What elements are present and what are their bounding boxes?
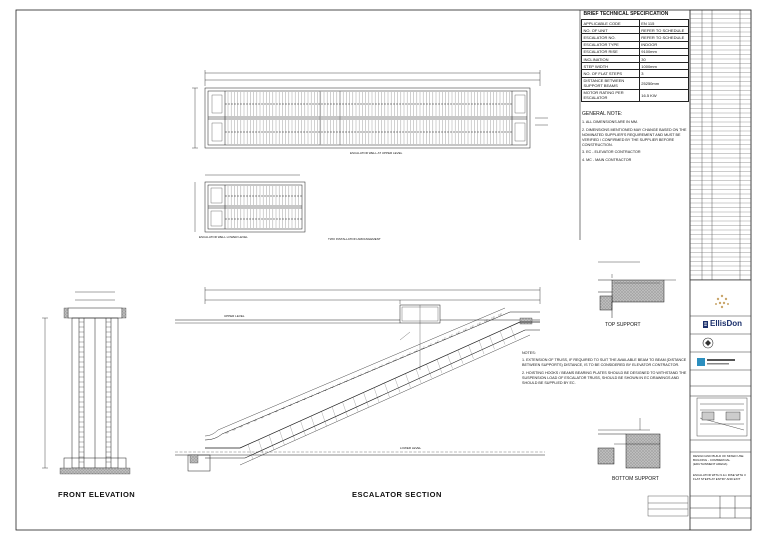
general-note-item: 1. ALL DIMENSIONS ARE IN MM.	[582, 120, 639, 125]
spec-title: BRIEF TECHNICAL SPECIFICATION	[583, 11, 669, 17]
contractor-name: EllisDon	[710, 319, 743, 328]
lower-level-label: LOWER LEVEL	[400, 446, 422, 450]
escalator-section-dims	[204, 287, 541, 304]
upper-well-caption: ESCALATOR WELL AT UPPER LEVEL	[350, 151, 403, 155]
spec-value: INDOOR	[638, 40, 690, 49]
spec-value: 30	[638, 54, 690, 64]
authority-logo-icon	[697, 358, 735, 366]
plan-upper-well	[204, 70, 541, 149]
spec-label: INCLINATION	[581, 54, 640, 64]
spec-label: DISTANCE BETWEEN SUPPORT BEAMS	[581, 76, 640, 90]
spec-label: MOTOR RATING PER ESCALATOR	[581, 88, 640, 102]
spec-value: 3	[638, 69, 690, 78]
technical-spec-table: BRIEF TECHNICAL SPECIFICATION APPLICABLE…	[581, 10, 690, 102]
lower-well-caption: ESCALATOR WELL LOWER LEVEL	[199, 235, 248, 239]
plan-upper-dims	[192, 87, 548, 149]
spec-label: STEP WIDTH	[581, 62, 640, 71]
escalator-truss	[204, 305, 540, 466]
title-block-panels	[690, 279, 751, 519]
general-notes: GENERAL NOTE: 1. ALL DIMENSIONS ARE IN M…	[582, 111, 688, 165]
revision-grid	[689, 9, 752, 281]
section-notes: NOTES: 1. EXTENSION OF TRUSS, IF REQUIRE…	[522, 351, 687, 388]
bottom-support-detail	[597, 418, 661, 469]
general-note-item: 3. EC - ELEVATOR CONTRACTOR	[582, 150, 641, 155]
stamp-box	[647, 495, 689, 517]
upper-level-label: UPPER LEVEL	[224, 314, 245, 318]
spec-label: ESCALATOR RISE	[581, 47, 640, 56]
plan-lower-well	[194, 174, 306, 233]
top-support-title: TOP SUPPORT	[605, 322, 641, 328]
front-elevation-title: FRONT ELEVATION	[58, 490, 136, 499]
spec-label: NO. OF UNIT	[581, 26, 640, 35]
section-note-item: 1. EXTENSION OF TRUSS, IF REQUIRED TO SU…	[522, 358, 687, 368]
section-notes-title: NOTES:	[522, 351, 536, 355]
spec-label: ESCALATOR NO.	[581, 33, 640, 42]
escalator-section-title: ESCALATOR SECTION	[352, 490, 442, 499]
ellisdon-logo-icon	[703, 321, 708, 328]
consultant-logo-icon	[702, 337, 714, 349]
general-note-title: GENERAL NOTE:	[582, 111, 623, 117]
section-note-item: 2. HOISTING HOOKS / BEAMS BEARING PLATES…	[522, 370, 687, 385]
spec-label: NO. OF FLAT STEPS	[581, 69, 640, 78]
spec-row: ESCALATOR NO.REFER TO SCHEDULE	[581, 33, 690, 42]
spec-label: ESCALATOR TYPE	[581, 40, 640, 49]
bottom-support-title: BOTTOM SUPPORT	[612, 476, 659, 482]
spec-value: 25250mm	[638, 76, 690, 90]
title-thumbnail	[696, 397, 748, 437]
client-emblem-icon	[715, 294, 729, 309]
spec-label: APPLICABLE CODE	[581, 18, 640, 28]
drawing-title: ESCALATOR WITH 9.1m RISE WITH 3 FLAT STE…	[693, 473, 746, 481]
general-note-item: 4. MC - MAIN CONTRACTOR	[582, 157, 632, 162]
spec-value: REFER TO SCHEDULE	[638, 26, 690, 35]
spec-value: 16.5 KW	[638, 88, 690, 102]
spec-value: 9100mm	[638, 47, 690, 56]
top-support-detail	[598, 261, 676, 318]
spec-value: REFER TO SCHEDULE	[638, 33, 690, 42]
project-title: DESIGN AND BUILD OF MIXED USE BUILDING -…	[693, 454, 744, 466]
spec-value: EN 115	[638, 18, 690, 28]
spec-value: 1000mm	[638, 62, 690, 71]
arrangement-caption: TWO INSTALLATION ARRANGEMENT	[328, 237, 381, 241]
general-note-item: 2. DIMENSIONS MENTIONED MAY CHANGE BASED…	[582, 127, 687, 147]
